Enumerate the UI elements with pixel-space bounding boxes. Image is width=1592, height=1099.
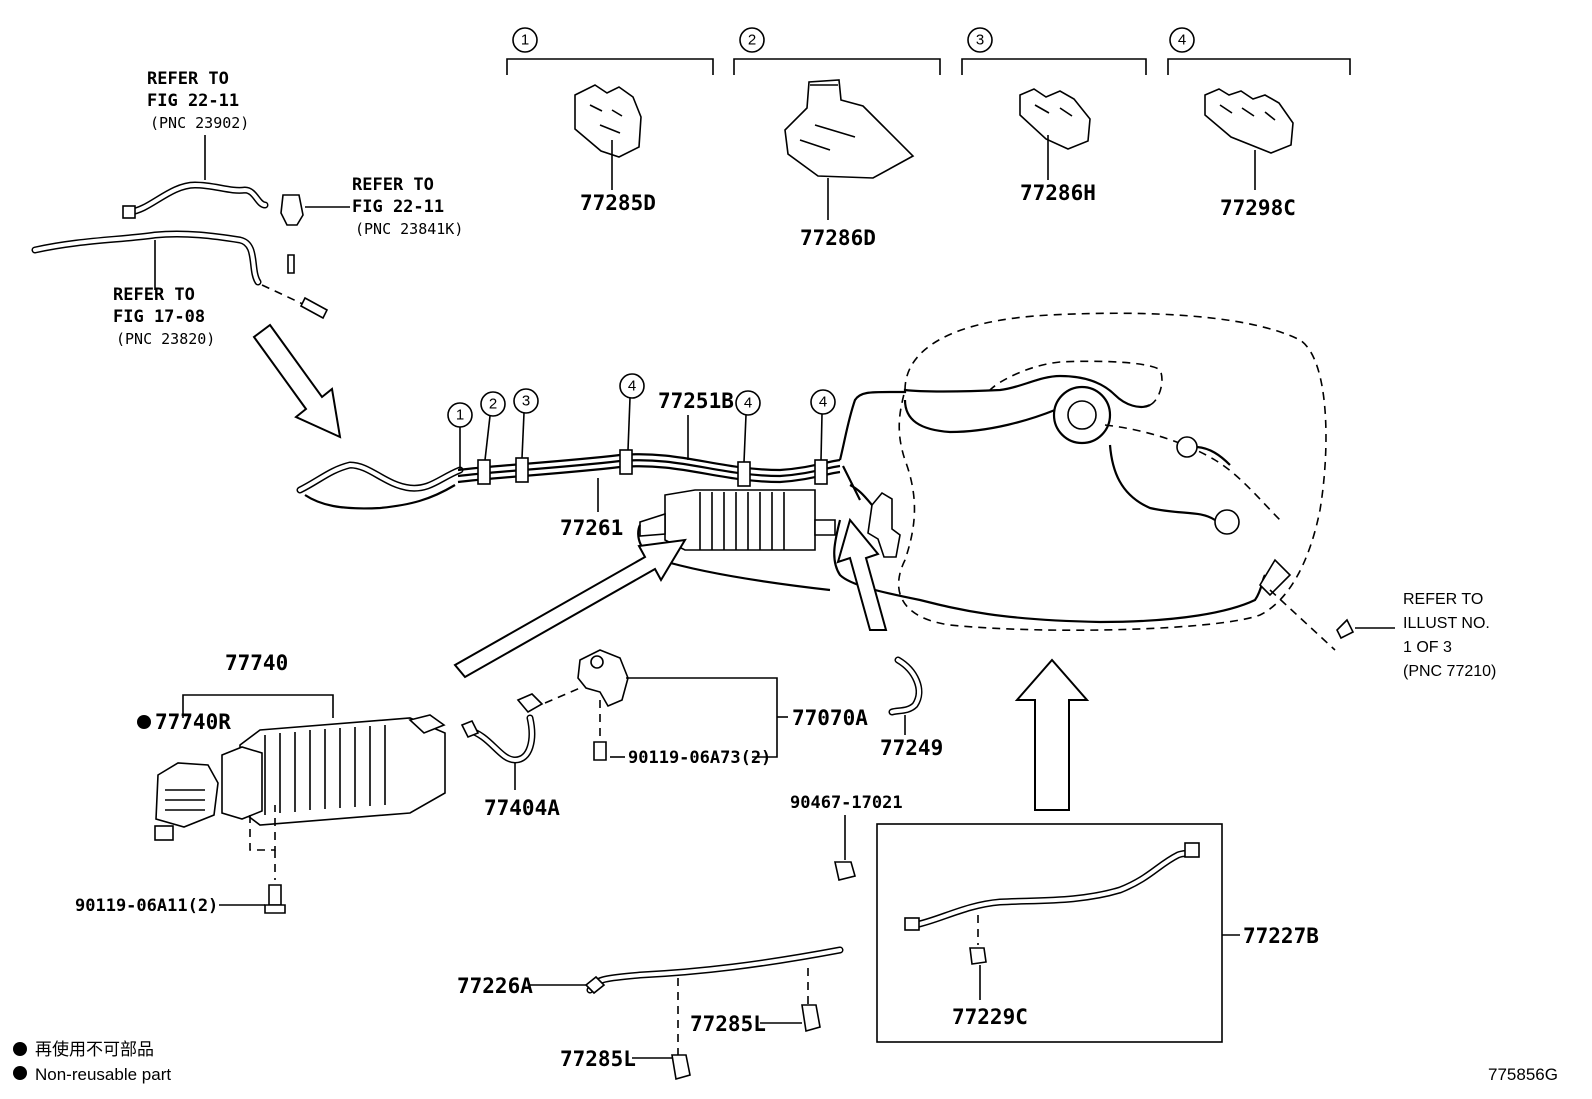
part-label-77285L-lower: 77285L	[560, 1047, 636, 1071]
callout-3: 3	[513, 388, 539, 459]
svg-text:4: 4	[744, 395, 752, 412]
part-label-77286H: 77286H	[1020, 181, 1096, 205]
non-reusable-icon	[137, 715, 151, 729]
valve-icon	[280, 194, 304, 226]
direction-arrow-icon	[1014, 658, 1090, 811]
svg-text:77227B: 77227B	[1243, 924, 1319, 948]
inset-box-77227B: 77229C 77227B	[876, 823, 1319, 1043]
ref-fig17-08-pnc23820: REFER TO FIG 17-08 (PNC 23820)	[113, 240, 215, 348]
bolt-icon	[268, 884, 282, 906]
svg-text:REFER TO: REFER TO	[352, 175, 434, 195]
hose-77404A: 77404A	[460, 693, 560, 820]
bolt-icon	[593, 741, 607, 761]
clip-group-4: 4 77298C	[1167, 27, 1351, 220]
part-label-90119-06A11: 90119-06A11(2)	[75, 896, 218, 916]
part-label-77285L-upper: 77285L	[690, 1012, 766, 1036]
svg-text:REFER TO: REFER TO	[1403, 591, 1483, 608]
svg-text:90119-06A73(2): 90119-06A73(2)	[628, 748, 771, 768]
svg-text:77404A: 77404A	[484, 796, 560, 820]
legend: 再使用不可部品 Non-reusable part	[13, 1039, 171, 1084]
callout-4a: 4	[619, 373, 645, 451]
svg-text:REFER TO: REFER TO	[147, 69, 229, 89]
part-label-77249: 77249	[880, 736, 943, 760]
ref-illust-pnc77210: REFER TO ILLUST NO. 1 OF 3 (PNC 77210)	[1403, 591, 1496, 680]
valve-77070A: 77070A 90119-06A73(2)	[577, 649, 868, 768]
part-label-77298C: 77298C	[1220, 196, 1296, 220]
clip-90467-17021: 90467-17021	[790, 793, 903, 881]
part-label-77740R: 77740R	[155, 710, 231, 734]
non-reusable-icon	[13, 1066, 27, 1080]
svg-text:1: 1	[456, 407, 464, 424]
svg-text:4: 4	[628, 378, 636, 395]
svg-text:1: 1	[521, 32, 529, 49]
part-label-77261: 77261	[560, 516, 623, 540]
part-label-77286D: 77286D	[800, 226, 876, 250]
svg-text:(PNC 23902): (PNC 23902)	[150, 114, 249, 132]
direction-arrow-icon	[836, 517, 888, 631]
pipe-77226A: 77226A 77285L 77285L	[457, 946, 844, 1081]
canister-77740: 77740 77740R 90119-06A11(2)	[75, 651, 446, 916]
svg-text:4: 4	[1178, 32, 1186, 49]
callout-1: 1	[447, 402, 473, 470]
svg-text:FIG 17-08: FIG 17-08	[113, 307, 205, 327]
svg-text:再使用不可部品: 再使用不可部品	[35, 1039, 154, 1059]
clip-group-3: 3 77286H	[961, 27, 1147, 205]
svg-text:2: 2	[489, 396, 497, 413]
direction-arrow-icon	[453, 538, 687, 679]
svg-text:FIG 22-11: FIG 22-11	[147, 91, 239, 111]
part-label-77251B: 77251B	[658, 389, 734, 413]
svg-text:3: 3	[522, 393, 530, 410]
callout-4b: 4	[735, 390, 761, 463]
svg-text:(PNC 23841K): (PNC 23841K)	[355, 220, 463, 238]
svg-text:Non-reusable part: Non-reusable part	[35, 1065, 171, 1084]
direction-arrow-icon	[252, 323, 342, 439]
clip-group-2: 2 77286D	[733, 27, 941, 250]
svg-text:2: 2	[748, 32, 756, 49]
svg-text:3: 3	[976, 32, 984, 49]
svg-text:90467-17021: 90467-17021	[790, 793, 903, 813]
ref-fig22-11-pnc23841k: REFER TO FIG 22-11 (PNC 23841K)	[305, 175, 463, 238]
svg-text:1 OF 3: 1 OF 3	[1403, 639, 1452, 656]
svg-text:(PNC 77210): (PNC 77210)	[1403, 663, 1496, 680]
svg-text:ILLUST NO.: ILLUST NO.	[1403, 615, 1490, 632]
ref-fig22-11-pnc23902: REFER TO FIG 22-11 (PNC 23902)	[147, 69, 249, 180]
svg-text:4: 4	[819, 394, 827, 411]
clip-group-1: 1 77285D	[506, 27, 714, 215]
svg-text:77229C: 77229C	[952, 1005, 1028, 1029]
svg-text:FIG 22-11: FIG 22-11	[352, 197, 444, 217]
svg-text:77070A: 77070A	[792, 706, 868, 730]
part-label-77285D: 77285D	[580, 191, 656, 215]
callout-4c: 4	[810, 389, 836, 461]
svg-text:(PNC 23820): (PNC 23820)	[116, 330, 215, 348]
svg-text:REFER TO: REFER TO	[113, 285, 195, 305]
svg-text:77226A: 77226A	[457, 974, 533, 998]
diagram-id: 775856G	[1488, 1065, 1558, 1084]
non-reusable-icon	[13, 1042, 27, 1056]
callout-2: 2	[480, 391, 506, 461]
svg-text:77740: 77740	[225, 651, 288, 675]
valve-icon	[867, 491, 901, 558]
canister-assembled	[639, 489, 836, 551]
